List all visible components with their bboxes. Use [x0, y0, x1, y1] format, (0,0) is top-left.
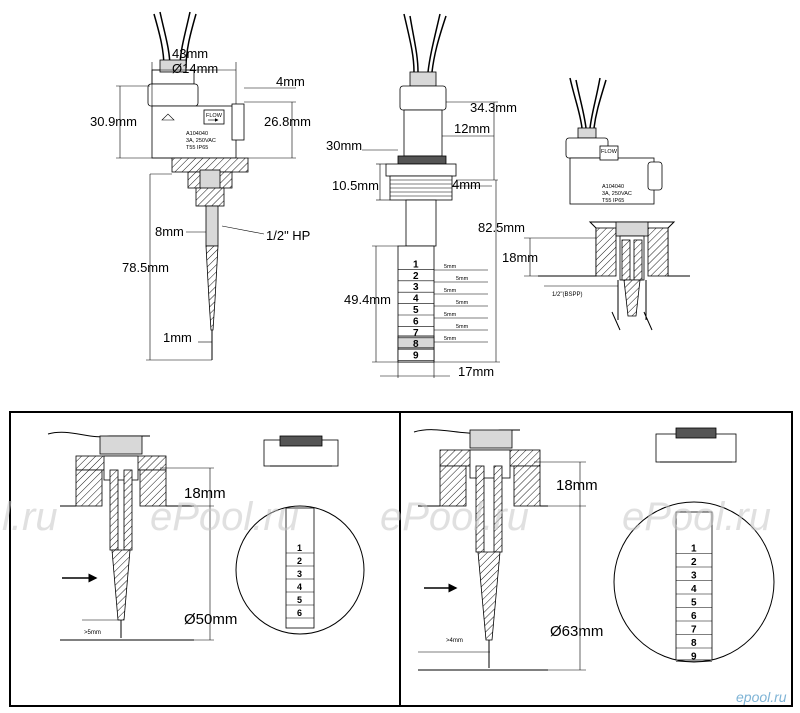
- label2-line-3: T55 IP65: [602, 198, 624, 204]
- panel-50mm: [9, 411, 401, 707]
- dim-8mm: 8mm: [155, 224, 184, 239]
- front-scale-number: 3: [413, 282, 419, 293]
- dim-78.5mm: 78.5mm: [122, 260, 169, 275]
- dim-49.4mm: 49.4mm: [344, 292, 391, 307]
- dim-18mm-p1: 18mm: [184, 485, 226, 502]
- label2-line-1: A104040: [602, 184, 624, 190]
- front-scale-number: 9: [413, 351, 419, 362]
- p2-scale-number: 3: [691, 571, 697, 582]
- front-scale-number: 7: [413, 328, 419, 339]
- dim-12mm: 12mm: [454, 121, 490, 136]
- dim-18mm-p2: 18mm: [556, 477, 598, 494]
- p1-scale-number: 4: [297, 582, 302, 592]
- p1-scale-number: 3: [297, 569, 302, 579]
- pitch-label: 5mm: [456, 300, 469, 306]
- dim-43mm: 43mm: [172, 46, 208, 61]
- dim-4mm: 4mm: [276, 74, 305, 89]
- gap-4mm: >4mm: [446, 638, 463, 644]
- dim-dia-50mm: Ø50mm: [184, 611, 237, 628]
- bspp-label: 1/2"(BSPP): [552, 292, 582, 298]
- p1-scale-number: 6: [297, 608, 302, 618]
- pitch-label: 5mm: [456, 276, 469, 282]
- numbered-scale-p1: 1 2 3 4 5 6: [286, 543, 314, 619]
- p2-scale-number: 5: [691, 598, 697, 609]
- flow-label: FLOW: [206, 113, 223, 119]
- pitch-label: 5mm: [456, 324, 469, 330]
- dim-17mm: 17mm: [458, 364, 494, 379]
- dim-1mm: 1mm: [163, 330, 192, 345]
- pitch-label: 5mm: [444, 264, 457, 270]
- dim-dia-14mm: Ø14mm: [172, 61, 218, 76]
- installed-view-drawing: FLOW A104040 3A, 250VAC T55 IP65 18mm 1/…: [502, 77, 690, 331]
- p2-scale-number: 1: [691, 544, 697, 555]
- front-scale-number: 6: [413, 316, 419, 327]
- gap-5mm: >5mm: [84, 630, 101, 636]
- front-scale-number: 5: [413, 305, 419, 316]
- side-view-drawing: FLOW A104040 3A, 250VAC T55 IP65 43mm Ø1…: [90, 11, 311, 361]
- thread-label: 1/2" HP: [266, 228, 310, 243]
- front-scale-number: 1: [413, 259, 419, 270]
- p1-scale-number: 5: [297, 595, 302, 605]
- watermark-2: ePool.ru: [150, 495, 299, 539]
- p2-scale-number: 8: [691, 638, 697, 649]
- dim-82.5mm: 82.5mm: [478, 220, 525, 235]
- watermark-4: ePool.ru: [622, 495, 771, 539]
- pitch-label: 5mm: [444, 288, 457, 294]
- p2-scale-number: 9: [691, 652, 697, 663]
- p2-scale-number: 6: [691, 611, 697, 622]
- front-scale-number: 4: [413, 294, 419, 305]
- panel-63mm: [399, 411, 793, 707]
- epool-logo: epool.ru: [736, 689, 787, 705]
- label-line-2: 3A, 250VAC: [186, 138, 216, 144]
- p2-scale-number: 4: [691, 584, 697, 595]
- dim-dia-63mm: Ø63mm: [550, 623, 603, 640]
- pipe-63mm-section: 18mm Ø63mm >4mm 1 2 3 4 5 6 7 8 9: [413, 427, 775, 671]
- pitch-label: 5mm: [444, 336, 457, 342]
- flow-label-2: FLOW: [601, 149, 618, 155]
- dim-30.9mm: 30.9mm: [90, 114, 137, 129]
- dim-10.5mm: 10.5mm: [332, 178, 379, 193]
- front-scale-number: 2: [413, 271, 419, 282]
- dim-4mm-thread: 4mm: [452, 177, 481, 192]
- pipe-50mm-section: 18mm Ø50mm >5mm 1 2 3 4 5 6: [47, 431, 365, 641]
- dim-26.8mm: 26.8mm: [264, 114, 311, 129]
- numbered-scale-p2: 1 2 3 4 5 6 7 8 9: [676, 544, 712, 663]
- watermark-3: ePool.ru: [380, 495, 529, 539]
- label-line-3: T55 IP65: [186, 145, 208, 151]
- dim-34.3mm: 34.3mm: [470, 100, 517, 115]
- p1-scale-number: 2: [297, 556, 302, 566]
- p2-scale-number: 7: [691, 625, 697, 636]
- pitch-label: 5mm: [444, 312, 457, 318]
- front-scale-number: 8: [413, 339, 419, 350]
- label2-line-2: 3A, 250VAC: [602, 191, 632, 197]
- label-line-1: A104040: [186, 131, 208, 137]
- dim-30mm: 30mm: [326, 138, 362, 153]
- p2-scale-number: 2: [691, 557, 697, 568]
- dim-18mm-top: 18mm: [502, 250, 538, 265]
- p1-scale-number: 1: [297, 543, 302, 553]
- watermark-1: l.ru: [2, 495, 58, 539]
